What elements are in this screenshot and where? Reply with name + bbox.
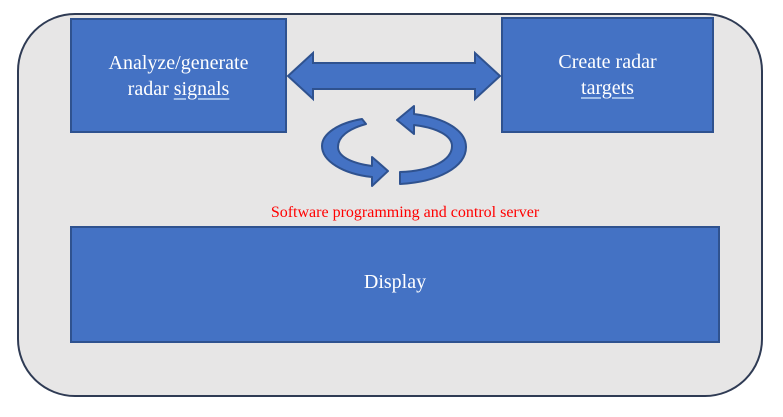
create-label-line1: Create radar <box>558 51 657 73</box>
analyze-label-signals: signals <box>173 77 230 100</box>
create-targets-box: Create radar targets <box>501 17 714 133</box>
circular-arrows-icon <box>321 105 467 187</box>
analyze-label-line2-prefix: radar <box>127 77 174 100</box>
analyze-generate-box: Analyze/generate radar signals <box>70 18 287 133</box>
display-label: Display <box>363 270 427 293</box>
analyze-label-line2: radar signals <box>109 76 249 102</box>
create-label-line2: targets <box>581 77 634 99</box>
analyze-label-line1: Analyze/generate <box>108 51 249 74</box>
double-headed-arrow-icon <box>286 50 502 102</box>
server-label: Software programming and control server <box>270 204 540 221</box>
display-box: Display <box>70 226 720 343</box>
